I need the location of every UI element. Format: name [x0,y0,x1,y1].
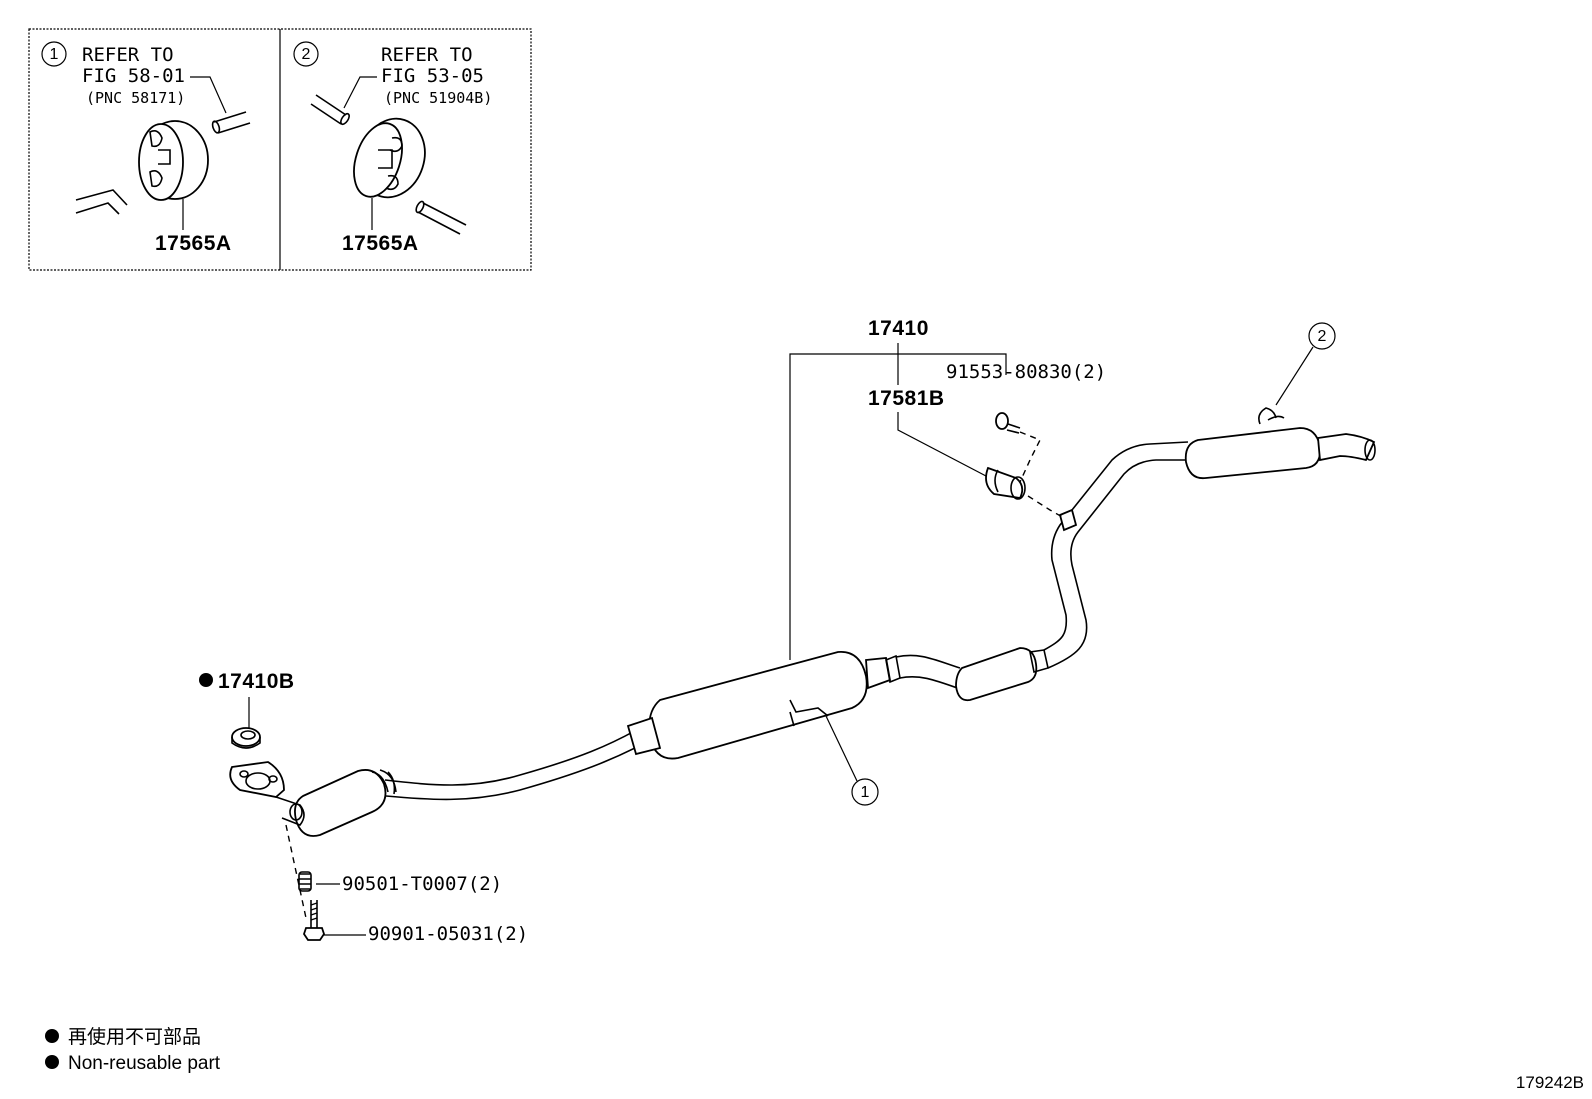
inset-1-leader [190,76,227,114]
pipe-bracket [1058,508,1078,532]
rear-muffler [1184,407,1376,480]
inset-2: 2 REFER TO FIG 53-05 (PNC 51904B) [293,41,492,255]
inset-1-pnc: (PNC 58171) [86,89,185,107]
inset-2-pnc: (PNC 51904B) [384,89,492,107]
center-muffler [626,651,901,760]
inset-1-refer-line2: FIG 58-01 [82,65,185,87]
inset-2-hanger [353,117,426,199]
ref-1-leader [825,715,858,782]
inset-2-circle [293,41,319,67]
callout-90501-text: 90501-T0007(2) [342,873,502,895]
callout-91553: 91553-80830(2) [946,361,1106,483]
ref-2-leader [1275,346,1314,406]
gasket-17410b [231,727,261,749]
callout-90501: 90501-T0007(2) [285,824,502,919]
callout-17581b-text: 17581B [868,387,945,410]
inset-2-refer-line1: REFER TO [381,44,473,66]
callout-ref-2: 2 [1275,322,1336,406]
inset-2-rod [310,94,350,126]
inset-box: 1 REFER TO FIG 58-01 (PNC 58171) [28,28,532,271]
front-flange [229,761,305,826]
callout-17410-text: 17410 [868,317,929,340]
ref-1-circle [851,778,879,806]
non-reusable-dot-icon [199,673,213,687]
inset-2-part-no: 17565A [342,232,419,255]
inset-1-circle-num: 1 [50,46,59,63]
legend-en: Non-reusable part [68,1053,221,1074]
fastener-dash [285,824,307,919]
callout-90901-text: 90901-05031(2) [368,923,528,945]
callout-17581b-leader [897,412,987,477]
inset-1: 1 REFER TO FIG 58-01 (PNC 58171) [41,41,251,255]
resonator [955,647,1049,702]
inset-2-refer-line2: FIG 53-05 [381,65,484,87]
spring-90501 [298,871,312,892]
bolt-91553 [995,412,1021,434]
legend-dot-icon-jp [45,1029,59,1043]
exhaust-pipe-assembly [229,407,1376,837]
catalytic-converter [294,769,397,837]
inset-1-pipe [75,189,128,215]
inset-1-part-no: 17565A [155,232,232,255]
inset-2-leader [343,76,377,109]
figure-id: 179242B [1516,1073,1584,1092]
inset-1-refer-line1: REFER TO [82,44,174,66]
inset-1-circle [41,41,67,67]
callout-17410b: 17410B [199,670,295,749]
inset-2-circle-num: 2 [302,46,311,63]
ref-2-circle [1308,322,1336,350]
clamp-17581b [985,466,1026,500]
bolt-90901 [303,900,325,941]
callout-91553-text: 91553-80830(2) [946,361,1106,383]
inset-2-pipe [415,200,467,235]
callout-17410: 17410 [789,317,1007,660]
callout-17410b-text: 17410B [218,670,295,693]
legend: 再使用不可部品 Non-reusable part [45,1026,221,1074]
ref-2-num: 2 [1318,328,1327,345]
callout-17581b: 17581B [868,387,1065,519]
legend-jp: 再使用不可部品 [68,1026,201,1048]
inset-1-hanger [138,120,209,201]
clamp-dash [1027,495,1065,519]
inset-1-rod [211,111,251,134]
ref-1-num: 1 [861,784,870,801]
callout-ref-1: 1 [825,715,879,806]
center-hanger-bracket [789,699,829,727]
legend-dot-icon-en [45,1055,59,1069]
bolt-91553-dash [1019,431,1041,483]
callout-90901: 90901-05031(2) [303,900,528,945]
